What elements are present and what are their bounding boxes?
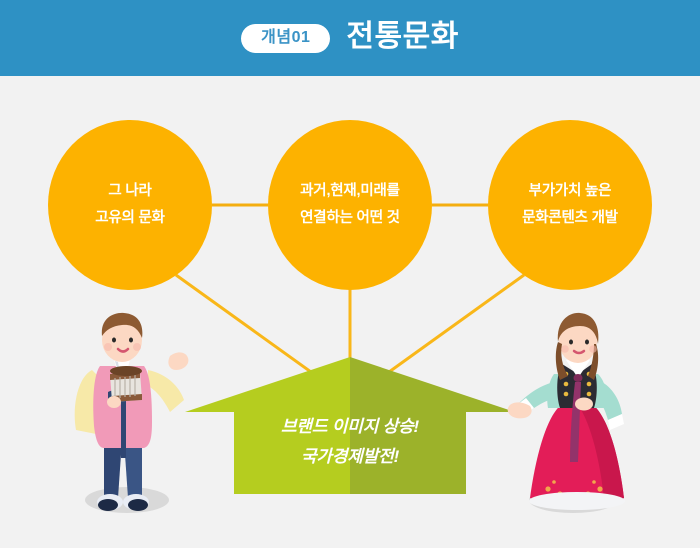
concept-circle-1-line2: 고유의 문화: [95, 210, 165, 226]
concept-circle-2-line1: 과거,현재,미래를: [300, 183, 400, 200]
concept-circle-1: 그 나라 고유의 문화: [48, 120, 212, 290]
arrow-shape-left-half: [185, 357, 350, 494]
woman-in-hanbok-illustration: [507, 312, 625, 510]
concept-circle-3-line2: 문화콘텐츠 개발: [522, 210, 618, 226]
page-title: 전통문화: [346, 20, 459, 53]
concept-circle-2-line2: 연결하는 어떤 것: [300, 210, 400, 226]
traditional-drum-icon: [110, 366, 142, 402]
page-header: 개념01 전통문화: [0, 0, 700, 76]
concept-circle-3: 부가가치 높은 문화콘텐츠 개발: [488, 120, 652, 290]
man-in-hanbok-illustration: [74, 312, 189, 511]
concept-circle-3-line1: 부가가치 높은: [528, 183, 612, 200]
concept-badge: 개념01: [241, 23, 331, 53]
concept-circle-1-line1: 그 나라: [108, 183, 152, 200]
concept-circle-2: 과거,현재,미래를 연결하는 어떤 것: [268, 120, 432, 290]
arrow-shape-right-half: [350, 357, 515, 494]
